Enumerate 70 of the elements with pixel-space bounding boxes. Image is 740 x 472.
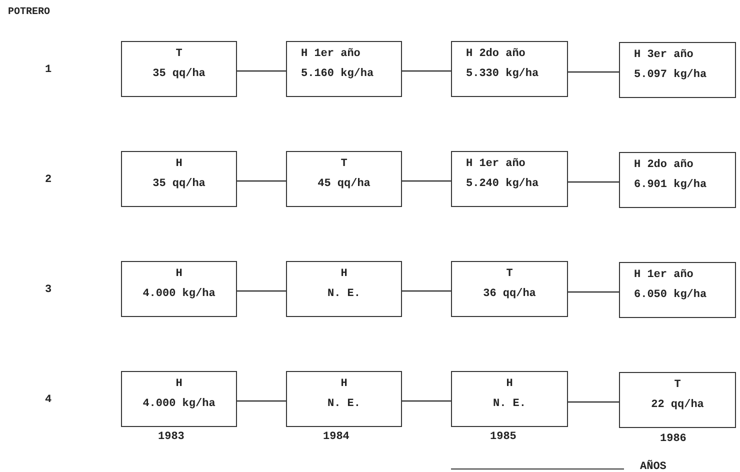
crop-box xyxy=(121,371,237,427)
yield-value: 5.240 kg/ha xyxy=(466,178,539,190)
connector-line xyxy=(568,181,619,183)
connector-line xyxy=(237,290,286,292)
crop-label: H xyxy=(340,268,348,280)
connector-line xyxy=(237,400,286,402)
crop-box xyxy=(619,372,736,428)
year-label: 1984 xyxy=(323,431,350,443)
crop-box xyxy=(286,41,402,97)
yield-value: 5.160 kg/ha xyxy=(301,68,374,80)
connector-line xyxy=(402,70,451,72)
yield-value: N. E. xyxy=(326,398,362,410)
crop-box xyxy=(451,41,568,97)
row-number: 3 xyxy=(45,284,52,296)
yield-value: 35 qq/ha xyxy=(152,68,206,80)
crop-label: T xyxy=(673,379,682,391)
yield-value: 45 qq/ha xyxy=(316,178,372,190)
yield-value: N. E. xyxy=(326,288,362,300)
crop-box xyxy=(121,261,237,317)
crop-label: H xyxy=(340,378,348,390)
row-number: 2 xyxy=(45,174,52,186)
connector-line xyxy=(568,401,619,403)
axis-title: AÑOS xyxy=(640,461,666,472)
yield-value: 35 qq/ha xyxy=(152,178,206,190)
crop-label: H 1er año xyxy=(301,48,360,60)
row-number: 4 xyxy=(45,394,52,406)
connector-line xyxy=(402,290,451,292)
crop-label: H 3er año xyxy=(634,49,694,61)
yield-value: 22 qq/ha xyxy=(650,399,705,411)
crop-label: H 2do año xyxy=(466,48,526,60)
crop-box xyxy=(121,151,237,207)
yield-value: 6.901 kg/ha xyxy=(634,179,707,191)
field-heading: POTRERO xyxy=(8,7,50,18)
crop-label: H xyxy=(505,378,514,390)
connector-line xyxy=(402,400,451,402)
year-label: 1983 xyxy=(158,431,184,443)
yield-value: N. E. xyxy=(492,398,527,410)
crop-box xyxy=(286,371,402,427)
crop-box xyxy=(286,151,402,207)
crop-box xyxy=(619,42,736,98)
yield-value: 5.330 kg/ha xyxy=(466,68,539,80)
crop-box xyxy=(451,261,568,317)
yield-value: 4.000 kg/ha xyxy=(142,288,216,300)
crop-label: H xyxy=(174,268,184,280)
crop-label: H 1er año xyxy=(466,158,526,170)
connector-line xyxy=(568,291,619,293)
connector-line xyxy=(402,180,451,182)
yield-value: 4.000 kg/ha xyxy=(142,398,216,410)
crop-label: T xyxy=(174,48,184,60)
crop-box xyxy=(619,262,736,318)
crop-label: H xyxy=(174,158,184,170)
crop-label: H 1er año xyxy=(634,269,694,281)
crop-box xyxy=(451,371,568,427)
crop-box xyxy=(451,151,568,207)
crop-box xyxy=(121,41,237,97)
crop-label: H xyxy=(174,378,184,390)
crop-label: T xyxy=(505,268,514,280)
crop-label: T xyxy=(340,158,348,170)
year-label: 1986 xyxy=(660,433,686,445)
yield-value: 5.097 kg/ha xyxy=(634,69,707,81)
connector-line xyxy=(237,70,286,72)
year-label: 1985 xyxy=(490,431,516,443)
yield-value: 6.050 kg/ha xyxy=(634,289,707,301)
connector-line xyxy=(237,180,286,182)
crop-box xyxy=(619,152,736,208)
row-number: 1 xyxy=(45,64,52,76)
yield-value: 36 qq/ha xyxy=(482,288,537,300)
crop-label: H 2do año xyxy=(634,159,694,171)
crop-box xyxy=(286,261,402,317)
connector-line xyxy=(568,71,619,73)
